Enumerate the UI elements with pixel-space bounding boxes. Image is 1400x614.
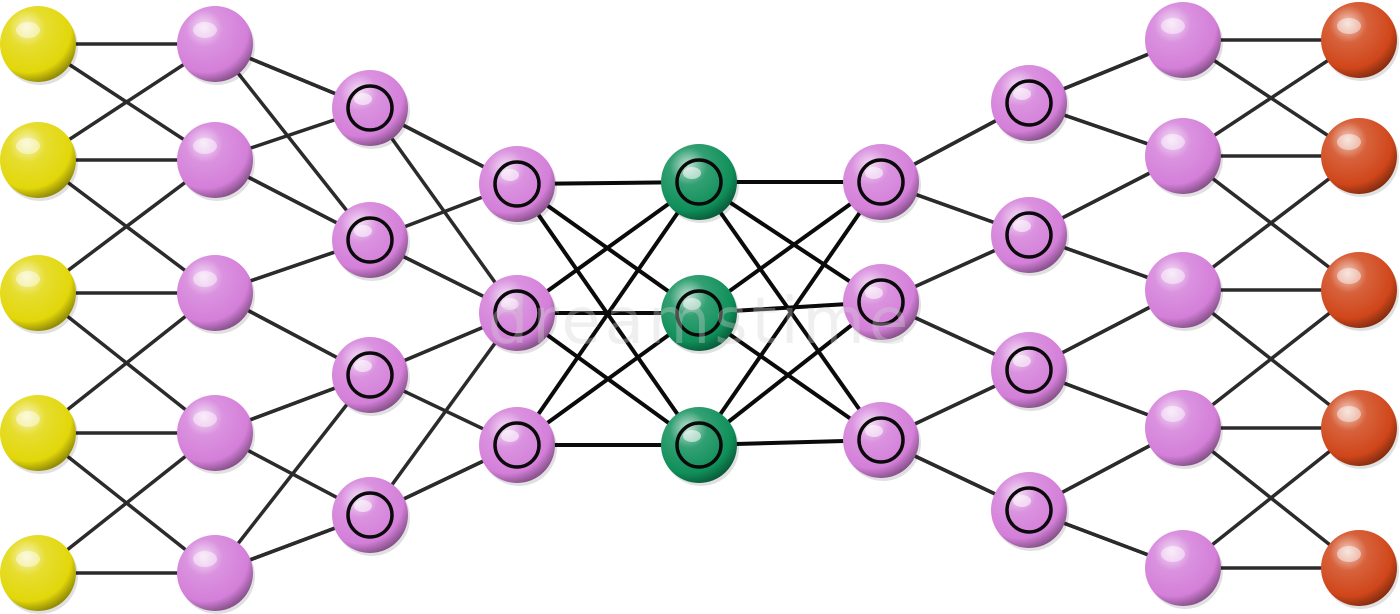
node-output-1 [1321, 2, 1399, 81]
node-hidden5-1 [991, 65, 1069, 144]
node-hidden2-2 [332, 202, 410, 281]
node-hidden4-1 [843, 144, 921, 223]
node-hidden2-1 [332, 70, 410, 149]
node-hidden6-3 [1145, 252, 1223, 331]
node-hidden2-4 [332, 477, 410, 556]
node-hidden6-2 [1145, 118, 1223, 197]
node-hidden3-3 [479, 407, 557, 486]
node-hidden3-1 [479, 146, 557, 225]
node-hidden3-2 [479, 275, 557, 354]
node-hidden4-3 [843, 402, 921, 481]
node-hidden5-2 [991, 197, 1069, 276]
node-input-1 [0, 6, 78, 85]
node-hidden4-2 [843, 264, 921, 343]
node-output-5 [1321, 530, 1399, 609]
node-input-5 [0, 535, 78, 614]
node-hidden1-2 [177, 122, 255, 201]
node-hidden1-4 [177, 395, 255, 474]
node-output-4 [1321, 390, 1399, 469]
node-code-3 [661, 407, 739, 486]
node-input-4 [0, 395, 78, 474]
node-code-2 [661, 275, 739, 354]
node-hidden6-4 [1145, 390, 1223, 469]
node-output-3 [1321, 252, 1399, 331]
node-hidden6-1 [1145, 2, 1223, 81]
node-output-2 [1321, 118, 1399, 197]
node-hidden5-4 [991, 472, 1069, 551]
node-hidden5-3 [991, 332, 1069, 411]
node-code-1 [661, 144, 739, 223]
node-input-2 [0, 122, 78, 201]
node-hidden6-5 [1145, 530, 1223, 609]
node-hidden1-1 [177, 6, 255, 85]
node-hidden1-3 [177, 255, 255, 334]
node-input-3 [0, 255, 78, 334]
node-hidden2-3 [332, 337, 410, 416]
node-hidden1-5 [177, 535, 255, 614]
